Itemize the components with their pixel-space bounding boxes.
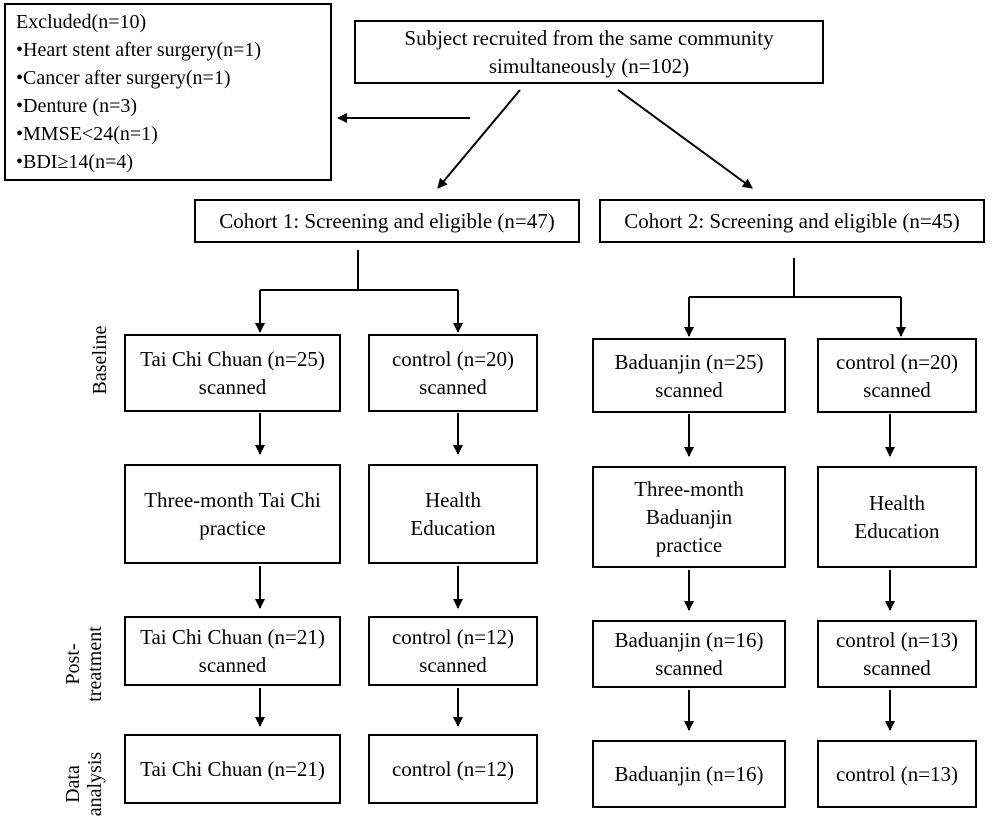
arrow-to-cohort1 <box>437 89 521 189</box>
c2-post-line-2: scanned <box>655 656 723 680</box>
c2-post-control-box: control (n=13) scanned <box>817 620 977 688</box>
arrow-to-cohort2 <box>617 89 753 189</box>
cohort2-title: Cohort 2: Screening and eligible (n=45) <box>624 209 960 233</box>
c1-health-education-line-2: Education <box>410 516 496 540</box>
c1-post-line-1: Tai Chi Chuan (n=21) <box>140 625 325 649</box>
c1-baseline-box: Tai Chi Chuan (n=25) scanned <box>124 334 341 412</box>
c1-analysis-box: Tai Chi Chuan (n=21) <box>124 734 341 804</box>
c1-analysis-control-label: control (n=12) <box>391 757 515 781</box>
c1-intervention-line-2: practice <box>199 516 266 540</box>
c1-post-line-2: scanned <box>198 653 267 677</box>
excluded-item: •Cancer after surgery(n=1) <box>16 67 231 89</box>
c1-baseline-control-line-1: control (n=20) <box>391 347 515 371</box>
c2-baseline-line-1: Baduanjin (n=25) <box>614 349 764 374</box>
excluded-item: •Heart stent after surgery(n=1) <box>16 39 262 61</box>
c2-analysis-box: Baduanjin (n=16) <box>592 740 786 808</box>
c1-analysis-label: Tai Chi Chuan (n=21) <box>140 757 325 781</box>
c2-analysis-control-box: control (n=13) <box>817 740 977 808</box>
c1-analysis-control-box: control (n=12) <box>368 734 538 804</box>
stage-label-post-treatment: Post- treatment <box>62 614 106 714</box>
c1-baseline-control-box: control (n=20) scanned <box>368 334 538 412</box>
c2-intervention-line-3: practice <box>655 533 723 557</box>
c2-intervention-box: Three-month Baduanjin practice <box>592 466 786 568</box>
stage-label-baseline: Baseline <box>89 310 111 410</box>
c1-baseline-line-1: Tai Chi Chuan (n=25) <box>140 347 325 371</box>
stage-analysis-line-2: analysis <box>84 751 106 817</box>
c2-health-education-line-2: Education <box>854 519 940 543</box>
stage-post-line-1: Post- <box>62 643 84 685</box>
c2-analysis-label: Baduanjin (n=16) <box>614 762 764 786</box>
excluded-item: •Denture (n=3) <box>16 95 138 117</box>
c2-post-box: Baduanjin (n=16) scanned <box>592 620 786 688</box>
c2-post-control-line-1: control (n=13) <box>835 628 959 652</box>
stage-analysis-line-1: Data <box>62 765 84 803</box>
stage-label-data-analysis: Data analysis <box>62 734 106 822</box>
c2-post-line-1: Baduanjin (n=16) <box>614 628 764 652</box>
c1-intervention-box: Three-month Tai Chi practice <box>124 464 341 564</box>
c1-baseline-control-line-2: scanned <box>419 375 487 399</box>
recruitment-line-2: simultaneously (n=102) <box>488 54 690 78</box>
c2-post-control-line-2: scanned <box>863 656 931 680</box>
c2-baseline-control-box: control (n=20) scanned <box>817 338 977 413</box>
c2-baseline-control-line-2: scanned <box>863 377 931 402</box>
c1-intervention-line-1: Three-month Tai Chi <box>144 488 321 512</box>
excluded-box: Excluded(n=10) •Heart stent after surger… <box>4 3 332 181</box>
c1-post-box: Tai Chi Chuan (n=21) scanned <box>124 616 341 686</box>
excluded-item: •BDI≥14(n=4) <box>16 151 134 173</box>
stage-baseline-text: Baseline <box>89 325 111 395</box>
c2-intervention-line-2: Baduanjin <box>645 505 733 529</box>
c1-baseline-line-2: scanned <box>198 375 267 399</box>
cohort2-box: Cohort 2: Screening and eligible (n=45) <box>599 199 985 243</box>
c1-post-control-box: control (n=12) scanned <box>368 616 538 686</box>
c2-analysis-control-label: control (n=13) <box>835 762 959 786</box>
excluded-item: •MMSE<24(n=1) <box>16 123 158 145</box>
cohort1-box: Cohort 1: Screening and eligible (n=47) <box>194 199 580 243</box>
c1-health-education-line-1: Health <box>425 488 481 512</box>
c2-health-education-line-1: Health <box>869 491 925 515</box>
cohort1-title: Cohort 1: Screening and eligible (n=47) <box>219 209 555 233</box>
c1-health-education-box: Health Education <box>368 464 538 564</box>
c2-intervention-line-1: Three-month <box>634 477 744 501</box>
c2-baseline-control-line-1: control (n=20) <box>835 349 959 374</box>
c1-post-control-line-2: scanned <box>419 653 487 677</box>
c2-baseline-box: Baduanjin (n=25) scanned <box>592 338 786 413</box>
excluded-title: Excluded(n=10) <box>16 11 147 33</box>
stage-post-line-2: treatment <box>84 626 106 702</box>
c2-health-education-box: Health Education <box>817 466 977 568</box>
c2-baseline-line-2: scanned <box>655 377 723 402</box>
c1-post-control-line-1: control (n=12) <box>391 625 515 649</box>
recruitment-line-1: Subject recruited from the same communit… <box>404 26 774 50</box>
recruitment-box: Subject recruited from the same communit… <box>354 20 824 84</box>
